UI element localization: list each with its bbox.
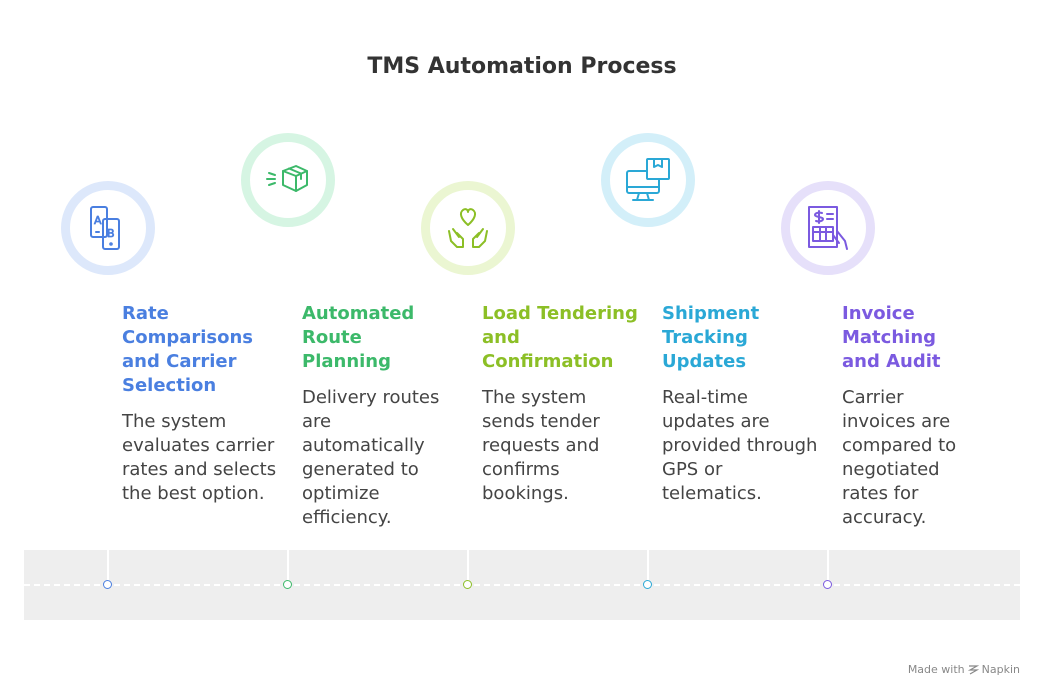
step-5-icon-circle	[781, 181, 875, 275]
step-5-title: Invoice Matching and Audit	[842, 303, 941, 372]
timeline-tick-3	[467, 550, 469, 584]
step-1-title: Rate Comparisons and Carrier Selection	[122, 303, 254, 396]
ab-test-phones-icon: A B	[90, 206, 120, 250]
svg-text:A: A	[94, 214, 102, 227]
invoice-hand-icon	[808, 206, 848, 250]
timeline-node-3	[463, 580, 472, 589]
step-3-description: The system sends tender requests and con…	[482, 387, 600, 504]
timeline-node-1	[103, 580, 112, 589]
monitor-package-icon	[626, 158, 670, 201]
step-1-description: The system evaluates carrier rates and s…	[122, 411, 277, 504]
svg-text:B: B	[107, 227, 115, 240]
step-4-icon-circle	[601, 133, 695, 227]
napkin-brand: Napkin	[981, 663, 1020, 676]
made-with-label: Made with	[907, 663, 965, 676]
hands-heart-icon	[448, 208, 488, 248]
diagram-title: TMS Automation Process	[367, 54, 677, 79]
napkin-logo-icon	[967, 665, 979, 675]
step-2-description: Delivery routes are automatically genera…	[302, 387, 440, 528]
step-4-title: Shipment Tracking Updates	[662, 303, 760, 372]
moving-box-icon	[266, 165, 308, 192]
timeline-tick-4	[647, 550, 649, 584]
timeline-node-5	[823, 580, 832, 589]
napkin-watermark: Made with Napkin	[908, 663, 1020, 676]
timeline-tick-2	[287, 550, 289, 584]
timeline-node-4	[643, 580, 652, 589]
step-1-icon-circle: A B	[61, 181, 155, 275]
step-2-icon-circle	[241, 133, 335, 227]
step-3-icon-circle	[421, 181, 515, 275]
step-2-title: Automated Route Planning	[302, 303, 415, 372]
step-3-title: Load Tendering and Confirmation	[482, 303, 638, 372]
timeline-node-2	[283, 580, 292, 589]
step-4-description: Real-time updates are provided through G…	[662, 387, 818, 504]
timeline-dashed-line	[24, 584, 1020, 586]
timeline-bar	[24, 550, 1020, 620]
timeline-tick-1	[107, 550, 109, 584]
timeline-tick-5	[827, 550, 829, 584]
step-5-description: Carrier invoices are compared to negotia…	[842, 387, 957, 528]
